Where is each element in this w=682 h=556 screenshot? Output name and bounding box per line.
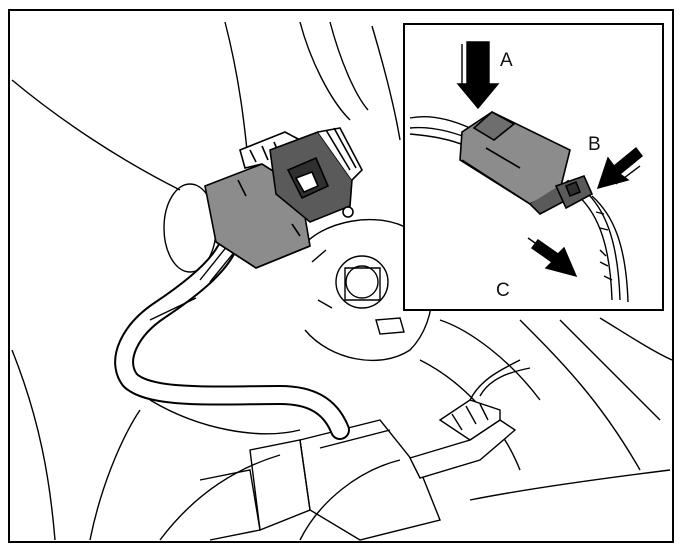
background-linework: [11, 21, 673, 541]
detail-inset: A B C: [403, 23, 664, 311]
arrow-c: [527, 237, 578, 278]
callout-b: B: [588, 134, 601, 155]
callout-c: C: [496, 280, 510, 301]
harness-wire: [114, 239, 350, 440]
inset-connector: [459, 111, 594, 215]
harness-connector: [204, 127, 363, 269]
callout-a: A: [500, 50, 513, 71]
arrow-a: [456, 41, 500, 110]
inset-wires: [409, 116, 629, 303]
arrow-b: [596, 146, 643, 190]
